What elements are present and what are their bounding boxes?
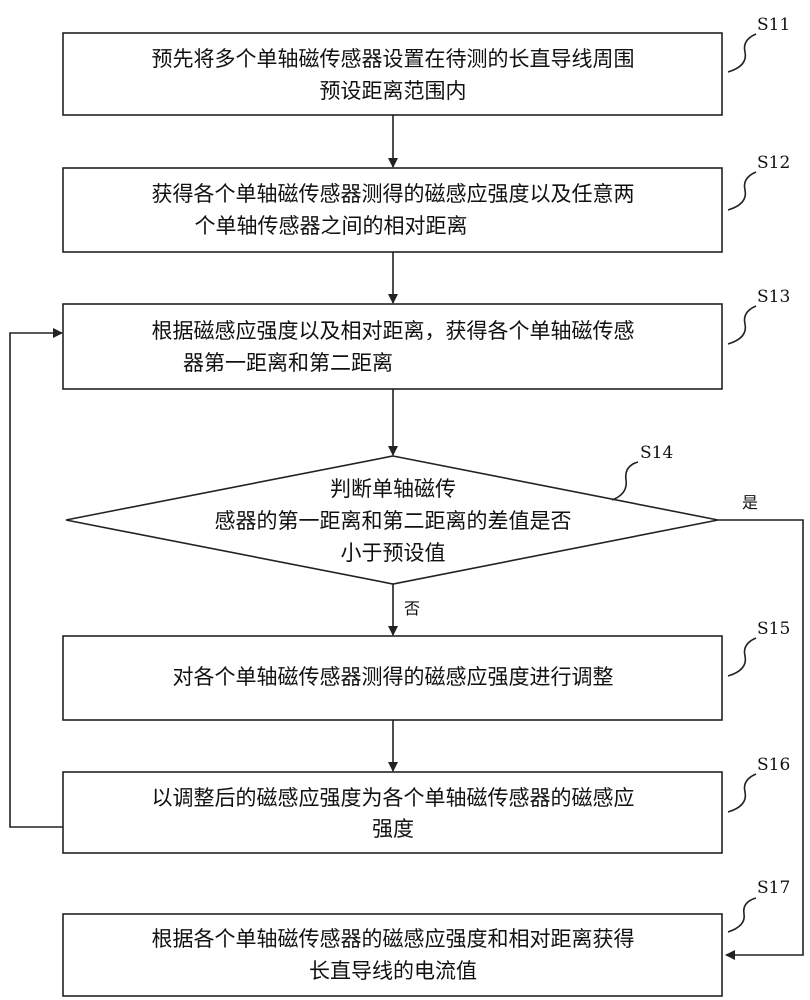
step-s17-line2: 长直导线的电流值 — [309, 959, 477, 983]
decision-s14-line2: 感器的第一距离和第二距离的差值是否 — [215, 509, 572, 533]
step-s17-leader — [727, 897, 757, 933]
step-s11-label: S11 — [757, 15, 790, 35]
step-s13-line2: 器第一距离和第二距离 — [183, 351, 393, 375]
step-s11-leader — [727, 33, 757, 73]
step-s13-leader — [727, 305, 757, 345]
step-s12-box — [62, 167, 723, 253]
step-s12-line2: 个单轴传感器之间的相对距离 — [195, 214, 468, 238]
step-s11-line2: 预设距离范围内 — [320, 79, 467, 103]
step-s15-leader — [727, 637, 757, 677]
step-s12-label: S12 — [757, 153, 790, 173]
decision-s14-leader — [611, 461, 639, 501]
branch-yes-label: 是 — [742, 493, 758, 512]
step-s11-line1: 预先将多个单轴磁传感器设置在待测的长直导线周围 — [152, 47, 635, 71]
step-s15-label: S15 — [757, 619, 790, 639]
step-s16-label: S16 — [757, 755, 790, 775]
step-s17-line1: 根据各个单轴磁传感器的磁感应强度和相对距离获得 — [152, 927, 635, 951]
step-s11-box — [62, 32, 723, 116]
step-s17-label: S17 — [757, 878, 790, 898]
branch-no-label: 否 — [404, 599, 420, 618]
step-s12-leader — [727, 171, 757, 211]
step-s15-line1: 对各个单轴磁传感器测得的磁感应强度进行调整 — [173, 665, 614, 689]
step-s12-line1: 获得各个单轴磁传感器测得的磁感应强度以及任意两 — [152, 182, 635, 206]
step-s13-box — [62, 303, 723, 390]
arrow-yes-to-s17 — [718, 519, 804, 960]
arrow-loop-s16-s13 — [9, 328, 63, 828]
decision-s14-line1: 判断单轴磁传 — [330, 477, 456, 501]
step-s16-leader — [727, 773, 757, 813]
step-s15-box — [62, 635, 723, 721]
step-s13-label: S13 — [757, 287, 790, 307]
decision-s14-line3: 小于预设值 — [341, 541, 446, 565]
step-s16-line1: 以调整后的磁感应强度为各个单轴磁传感器的磁感应 — [152, 786, 635, 810]
decision-s14-label: S14 — [640, 443, 673, 463]
step-s16-line2: 强度 — [372, 817, 414, 841]
step-s17-box — [62, 913, 723, 997]
step-s16-box — [62, 771, 723, 854]
step-s13-line1: 根据磁感应强度以及相对距离，获得各个单轴磁传感 — [152, 319, 635, 343]
